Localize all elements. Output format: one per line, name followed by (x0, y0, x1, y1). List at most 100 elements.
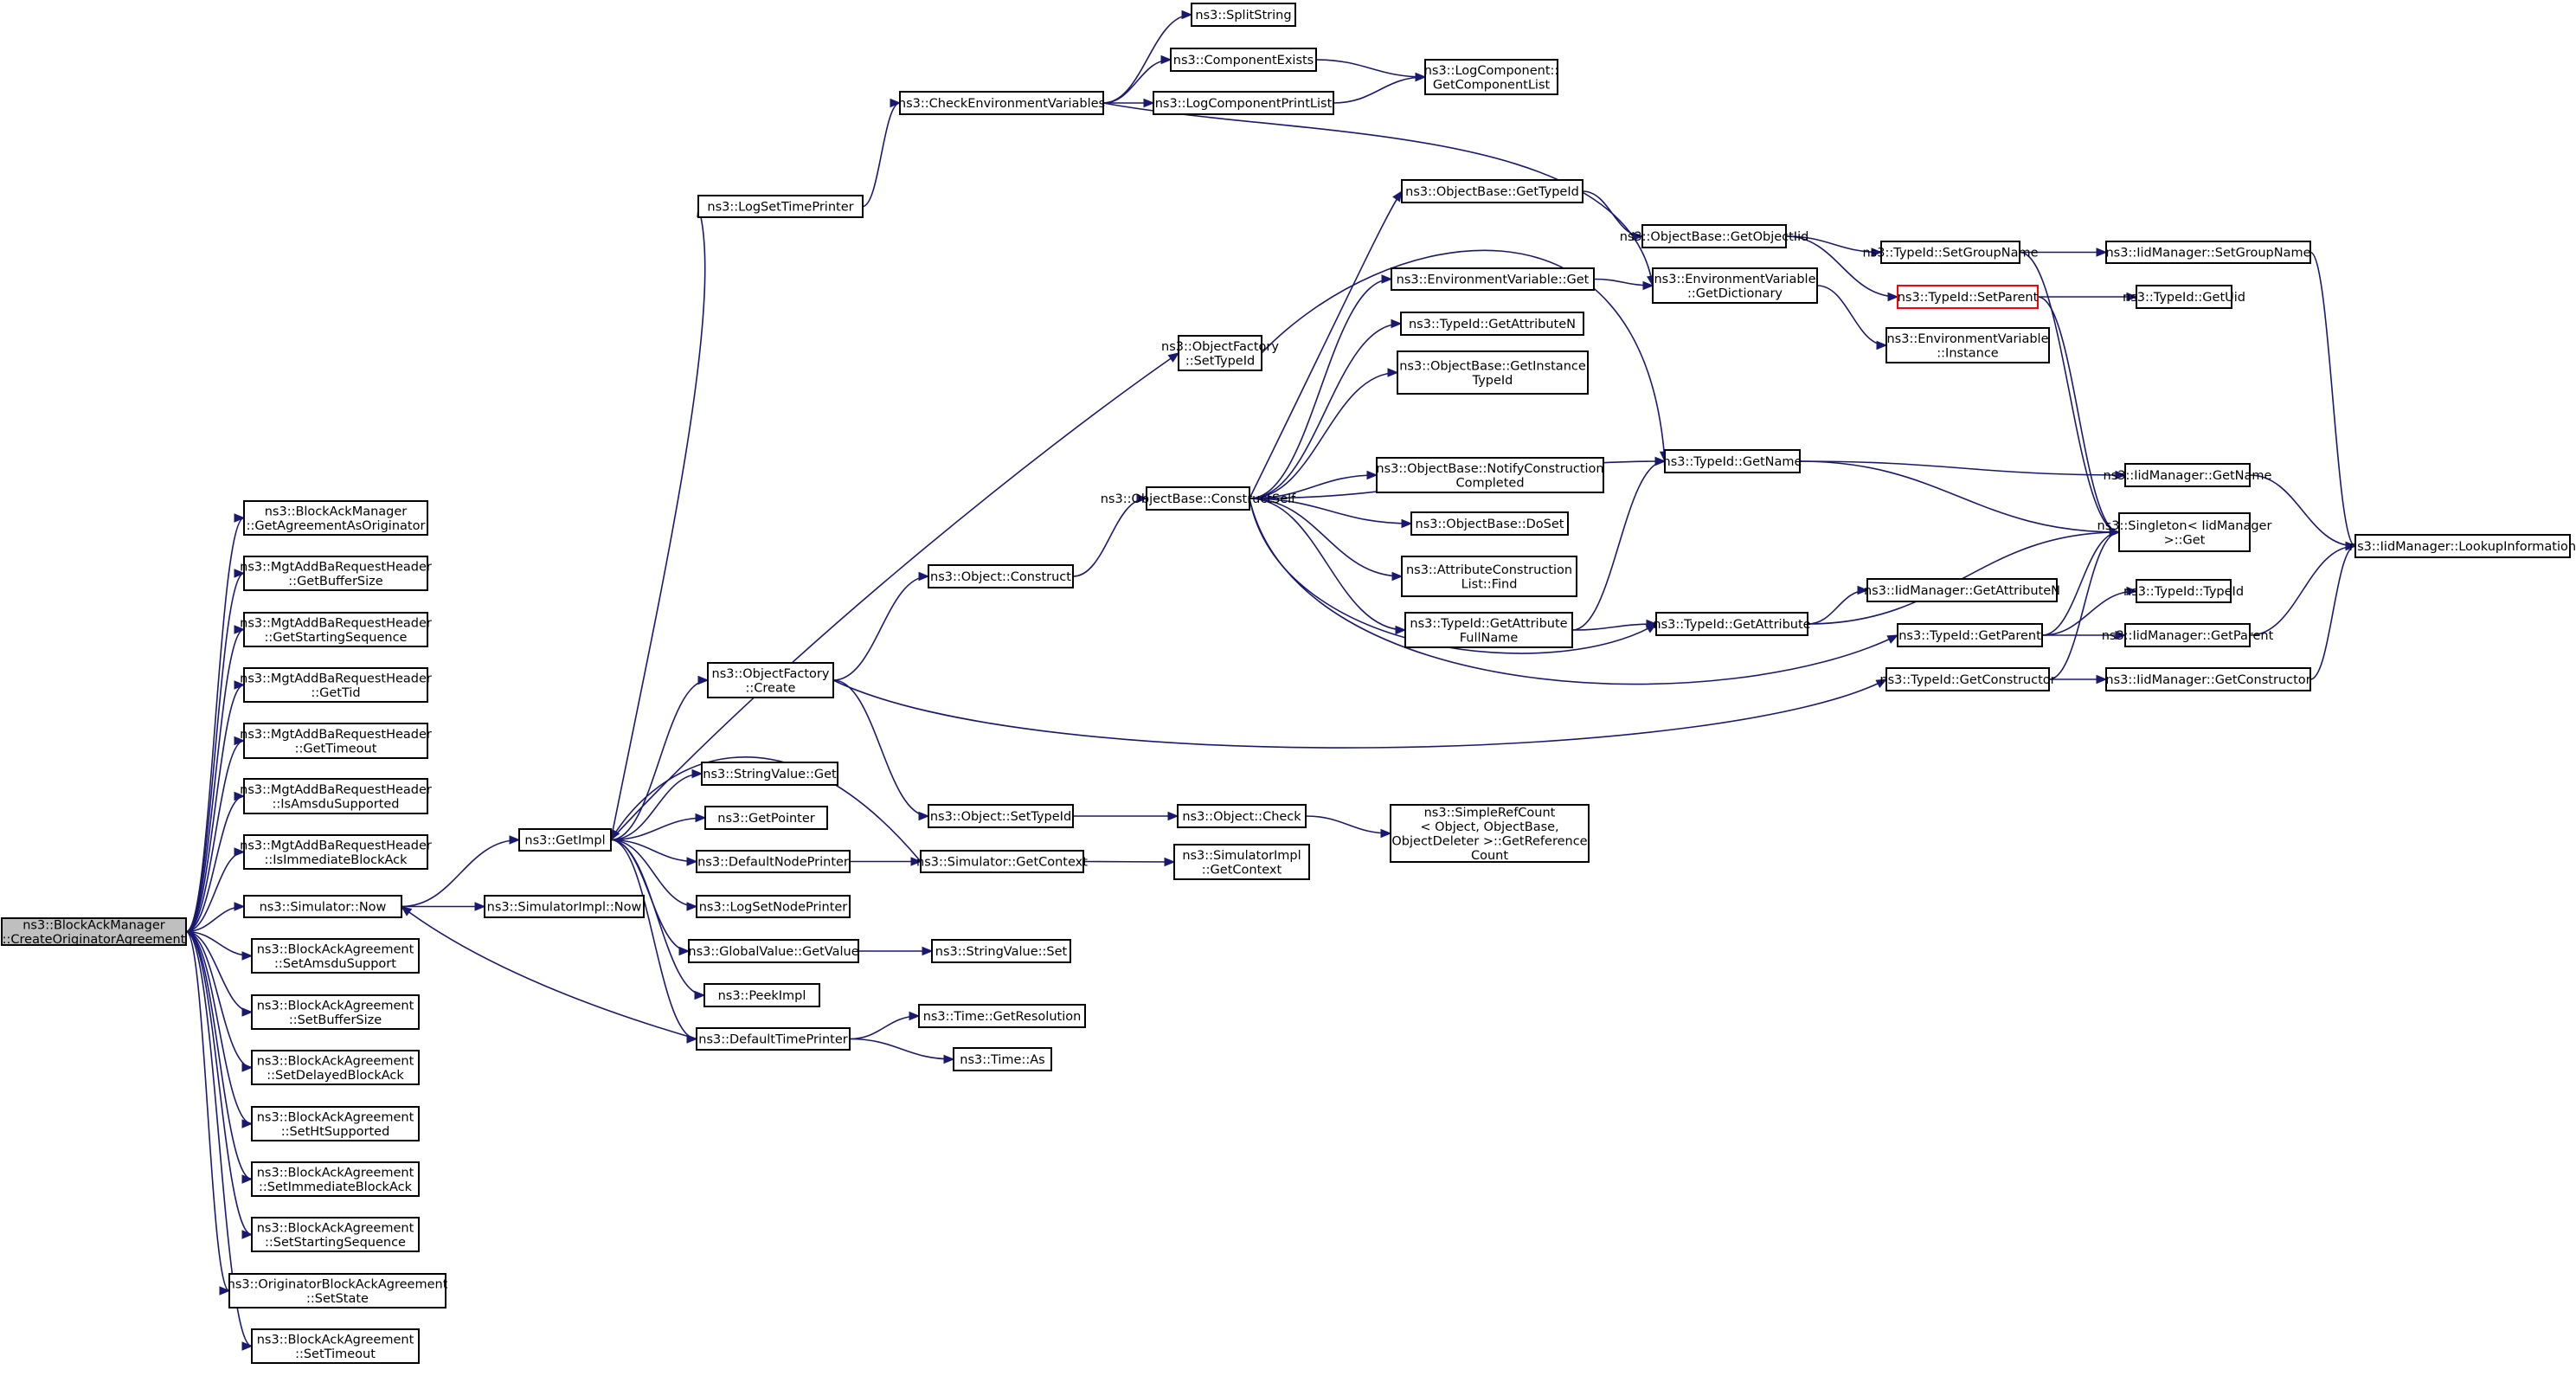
arrowhead (909, 1011, 921, 1021)
node-iidgetparent[interactable]: ns3::IidManager::GetParent (2102, 623, 2274, 647)
node-deftimeprint[interactable]: ns3::DefaultTimePrinter (696, 1027, 851, 1051)
node-iidlookup[interactable]: ns3::IidManager::LookupInformation (2349, 534, 2576, 558)
node-logsettime[interactable]: ns3::LogSetTimePrinter (697, 195, 864, 218)
node-gettimeout[interactable]: ns3::MgtAddBaRequestHeader::GetTimeout (240, 723, 432, 759)
node-defnodeprint[interactable]: ns3::DefaultNodePrinter (696, 850, 851, 873)
node-strvalget[interactable]: ns3::StringValue::Get (701, 762, 838, 786)
node-compexists[interactable]: ns3::ComponentExists (1170, 48, 1317, 72)
arrowhead (691, 768, 703, 779)
node-setamsdu[interactable]: ns3::BlockAckAgreement::SetAmsduSupport (251, 938, 420, 974)
node-obdoset[interactable]: ns3::ObjectBase::DoSet (1410, 511, 1569, 536)
node-settimeout[interactable]: ns3::BlockAckAgreement::SetTimeout (251, 1328, 420, 1364)
node-logcompget[interactable]: ns3::LogComponent::GetComponentList (1424, 59, 1559, 95)
arrowhead (241, 1063, 254, 1072)
edge-obgetobjtid-to-tidsetgroup (1785, 235, 1883, 257)
node-tidgetattr[interactable]: ns3::TypeId::GetAttribute (1653, 612, 1811, 636)
edge-line (1249, 498, 1406, 631)
node-strvalset[interactable]: ns3::StringValue::Set (931, 939, 1071, 963)
node-splitstring[interactable]: ns3::SplitString (1191, 3, 1296, 27)
node-setstartseq[interactable]: ns3::BlockAckAgreement::SetStartingSeque… (251, 1217, 420, 1252)
node-globalget[interactable]: ns3::GlobalValue::GetValue (688, 939, 859, 963)
node-iidgetattrn[interactable]: ns3::IidManager::GetAttributeN (1864, 578, 2060, 602)
node-obnotify[interactable]: ns3::ObjectBase::NotifyConstructionCompl… (1376, 457, 1604, 493)
node-label-line: ::SetTimeout (295, 1347, 376, 1361)
node-objsettypeid[interactable]: ns3::Object::SetTypeId (928, 804, 1074, 828)
node-getpointer[interactable]: ns3::GetPointer (704, 806, 828, 830)
edge-line (185, 684, 245, 933)
node-tidsetgroup[interactable]: ns3::TypeId::SetGroupName (1862, 241, 2039, 264)
node-simplerefcount[interactable]: ns3::SimpleRefCount< Object, ObjectBase,… (1390, 804, 1590, 863)
node-simimplctx[interactable]: ns3::SimulatorImpl::GetContext (1173, 844, 1310, 880)
edge-objsettypeid-to-objcheck (1072, 811, 1179, 821)
node-getbuf[interactable]: ns3::MgtAddBaRequestHeader::GetBufferSiz… (240, 556, 432, 591)
node-checkenv[interactable]: ns3::CheckEnvironmentVariables (898, 91, 1105, 115)
node-label-line: ::IsAmsduSupported (272, 797, 399, 811)
node-tidgetparent[interactable]: ns3::TypeId::GetParent (1897, 623, 2043, 647)
node-label-line: ::GetContext (1202, 863, 1282, 877)
node-obgettypeid[interactable]: ns3::ObjectBase::GetTypeId (1401, 179, 1584, 203)
node-envget[interactable]: ns3::EnvironmentVariable::Get (1391, 267, 1595, 291)
edge-line (1315, 59, 1426, 78)
node-iidsetgroup[interactable]: ns3::IidManager::SetGroupName (2105, 241, 2311, 264)
node-box (1664, 449, 1801, 473)
node-tidgetctor[interactable]: ns3::TypeId::GetConstructor (1879, 667, 2056, 691)
node-label-line: ns3::BlockAckAgreement (257, 1166, 414, 1180)
node-box (1, 917, 187, 946)
edge-line (401, 839, 520, 908)
node-getagree[interactable]: ns3::BlockAckManager::GetAgreementAsOrig… (243, 500, 428, 536)
node-simnow[interactable]: ns3::Simulator::Now (243, 895, 402, 918)
node-label-line: ::GetBufferSize (288, 575, 382, 588)
node-timeas[interactable]: ns3::Time::As (953, 1047, 1052, 1071)
node-tidgetuid[interactable]: ns3::TypeId::GetUid (2123, 285, 2245, 309)
node-box (251, 1328, 420, 1364)
node-setht[interactable]: ns3::BlockAckAgreement::SetHtSupported (251, 1106, 420, 1141)
node-objcheck[interactable]: ns3::Object::Check (1177, 804, 1307, 828)
node-tidtypeid[interactable]: ns3::TypeId::TypeId (2123, 579, 2244, 603)
node-logsetnode[interactable]: ns3::LogSetNodePrinter (696, 895, 851, 918)
edge-compexists-to-logcompget (1315, 59, 1427, 82)
arrowhead (1143, 98, 1155, 108)
node-isimm[interactable]: ns3::MgtAddBaRequestHeader::IsImmediateB… (240, 834, 432, 870)
node-label-line: ns3::LogSetTimePrinter (707, 201, 853, 215)
edge-tidgetattrfull-to-tidgetname (1571, 456, 1667, 631)
node-peekimpl[interactable]: ns3::PeekImpl (703, 983, 820, 1007)
node-envgetdict[interactable]: ns3::EnvironmentVariable::GetDictionary (1652, 267, 1818, 304)
edge-root-to-isimm (185, 847, 246, 933)
node-tidgetattrn[interactable]: ns3::TypeId::GetAttributeN (1400, 312, 1584, 336)
node-tidsetparent[interactable]: ns3::TypeId::SetParent (1897, 285, 2039, 309)
arrowhead (1887, 292, 1899, 302)
node-iidgetctor[interactable]: ns3::IidManager::GetConstructor (2105, 667, 2311, 691)
node-envinstance[interactable]: ns3::EnvironmentVariable::Instance (1885, 327, 2050, 363)
node-root[interactable]: ns3::BlockAckManager::CreateOriginatorAg… (1, 917, 187, 947)
node-singleton[interactable]: ns3::Singleton< IidManager>::Get (2097, 512, 2272, 552)
node-iidgetname[interactable]: ns3::IidManager::GetName (2104, 463, 2272, 487)
node-objfaccreate[interactable]: ns3::ObjectFactory::Create (707, 662, 834, 698)
node-timegetres[interactable]: ns3::Time::GetResolution (918, 1004, 1086, 1028)
node-isamsdu[interactable]: ns3::MgtAddBaRequestHeader::IsAmsduSuppo… (240, 778, 432, 814)
arrowhead (1415, 72, 1427, 82)
node-label-line: ns3::ComponentExists (1173, 54, 1314, 68)
node-obgetobjtid[interactable]: ns3::ObjectBase::GetObjectIid (1620, 224, 1809, 248)
node-simimplnow[interactable]: ns3::SimulatorImpl::Now (484, 895, 645, 918)
edge-constructself-to-obgetinst (1249, 368, 1399, 499)
node-tidgetname[interactable]: ns3::TypeId::GetName (1663, 449, 1802, 473)
node-getimpl[interactable]: ns3::GetImpl (518, 828, 612, 852)
node-simgetctx[interactable]: ns3::Simulator::GetContext (916, 850, 1088, 873)
node-setdelayed[interactable]: ns3::BlockAckAgreement::SetDelayedBlockA… (251, 1050, 420, 1085)
node-constructself[interactable]: ns3::ObjectBase::ConstructSelf (1101, 486, 1296, 511)
arrowhead (2126, 292, 2138, 302)
edge-root-to-setamsdu (185, 930, 254, 961)
node-objconstruct[interactable]: ns3::Object::Construct (928, 564, 1074, 588)
arrowhead (1886, 634, 1899, 644)
node-setbuf[interactable]: ns3::BlockAckAgreement::SetBufferSize (251, 994, 420, 1030)
node-logcompprint[interactable]: ns3::LogComponentPrintList (1153, 91, 1334, 115)
node-setstate[interactable]: ns3::OriginatorBlockAckAgreement::SetSta… (228, 1273, 448, 1308)
node-objfacset[interactable]: ns3::ObjectFactory::SetTypeId (1161, 335, 1279, 371)
node-box (228, 1273, 446, 1308)
node-setimm[interactable]: ns3::BlockAckAgreement::SetImmediateBloc… (251, 1161, 420, 1197)
node-gettid[interactable]: ns3::MgtAddBaRequestHeader::GetTid (240, 667, 432, 703)
node-getstart[interactable]: ns3::MgtAddBaRequestHeader::GetStartingS… (240, 612, 432, 647)
